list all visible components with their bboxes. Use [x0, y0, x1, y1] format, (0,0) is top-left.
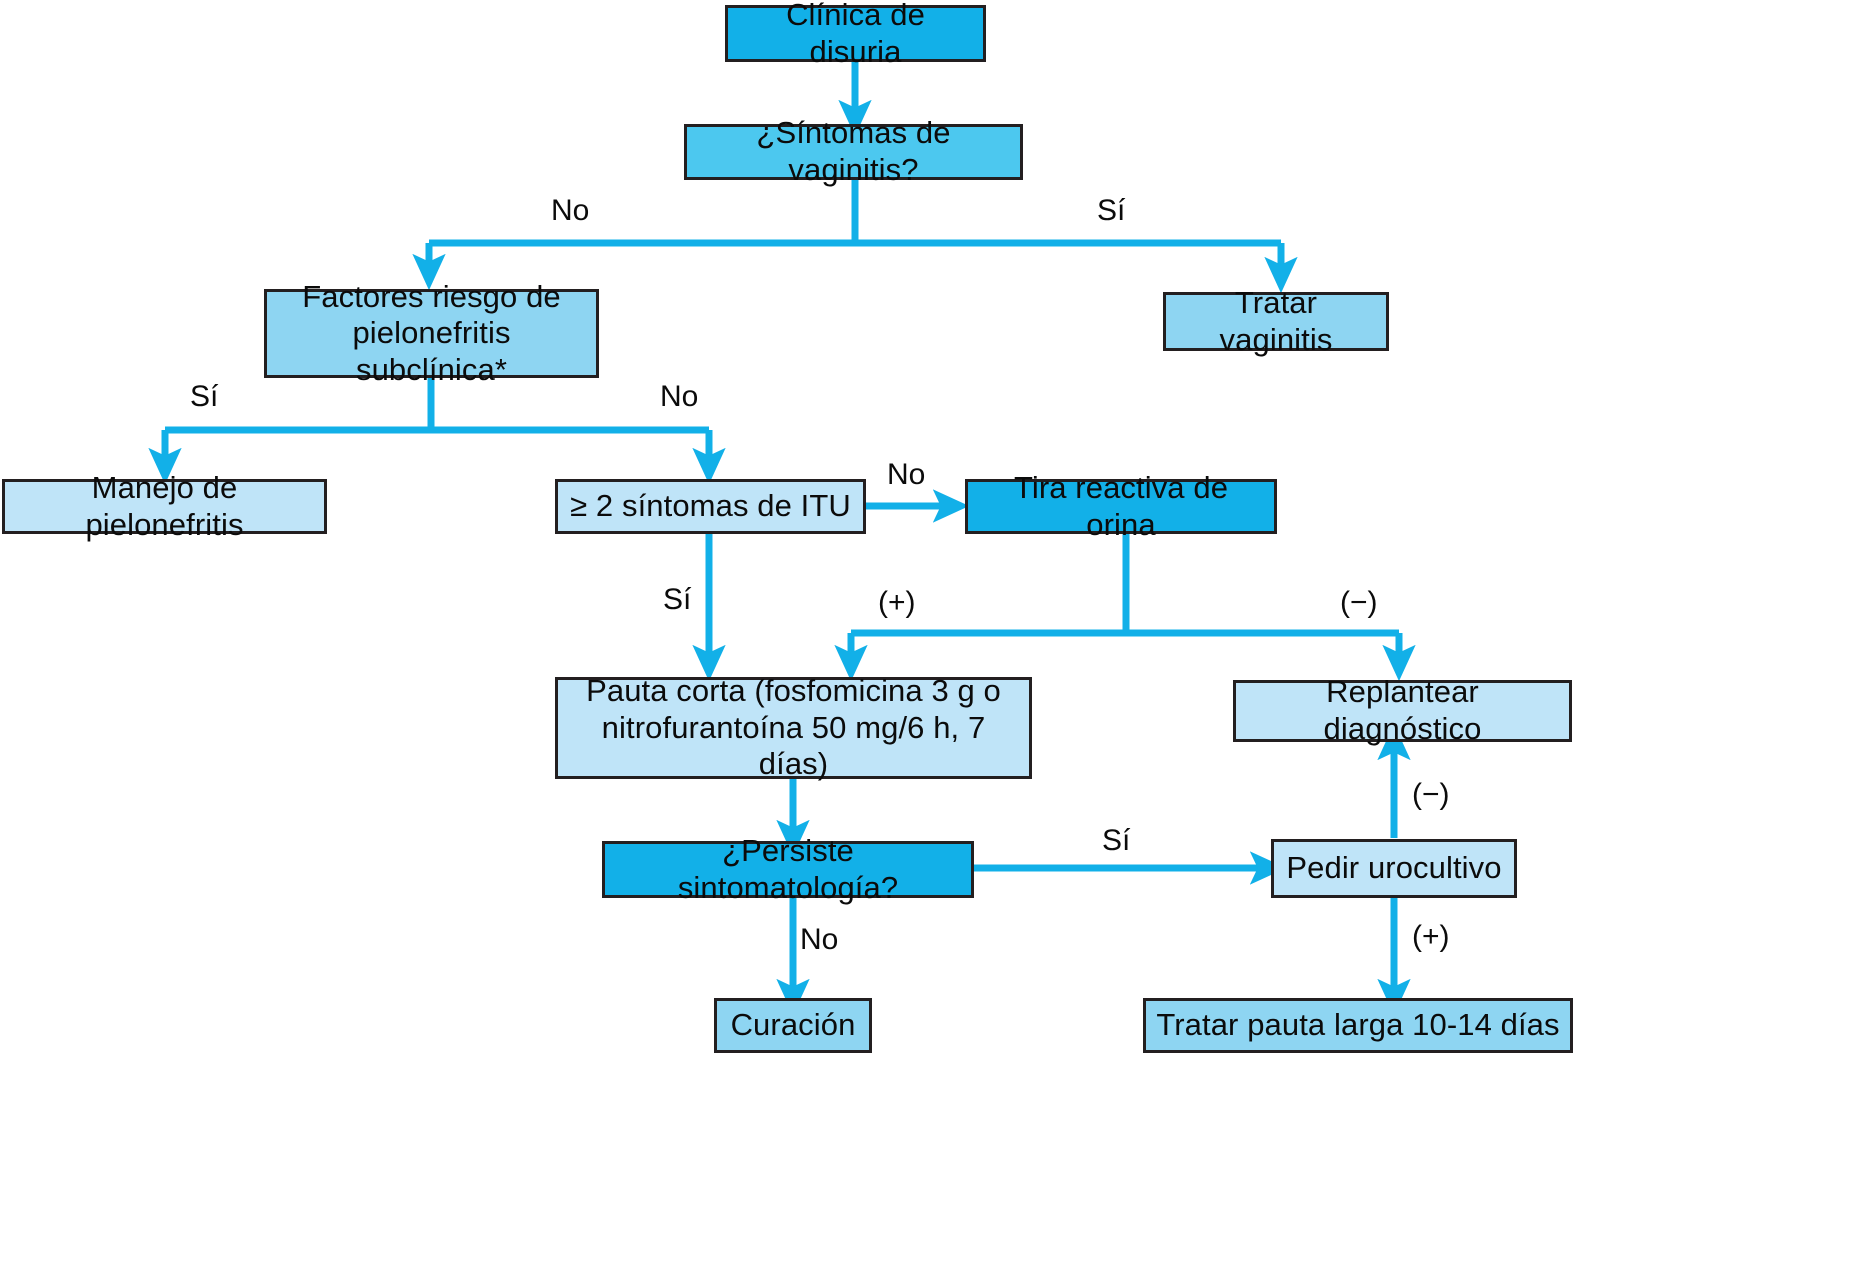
edge-label-persiste-no: No — [800, 925, 838, 955]
node-dos-sintomas-itu[interactable]: ≥ 2 síntomas de ITU — [555, 479, 866, 534]
node-tratar-pauta-larga[interactable]: Tratar pauta larga 10-14 días — [1143, 998, 1573, 1053]
node-label: Clínica de disuria — [786, 0, 925, 69]
edge-label-factores-no: No — [660, 382, 698, 412]
edge-label-text: (−) — [1340, 586, 1378, 619]
node-label: Pedir urocultivo — [1286, 850, 1502, 886]
node-label: Pauta corta (fosfomicina 3 g o nitrofura… — [586, 673, 1001, 782]
node-label: ≥ 2 síntomas de ITU — [570, 488, 851, 524]
edge-label-tira-positiva: (+) — [878, 588, 916, 618]
node-label: Manejo de pielonefritis — [85, 469, 244, 542]
edge-label-vaginitis-si: Sí — [1097, 196, 1125, 226]
edge-label-persiste-si: Sí — [1102, 826, 1130, 856]
node-replantear-diagnostico[interactable]: Replantear diagnóstico — [1233, 674, 1572, 746]
node-label: ¿Síntomas de vaginitis? — [756, 115, 951, 187]
node-factores-riesgo[interactable]: Factores riesgo de pielonefritis subclín… — [264, 279, 599, 387]
edge-label-text: No — [660, 380, 699, 413]
node-manejo-pielonefritis[interactable]: Manejo de pielonefritis — [2, 470, 327, 542]
edge-label-vaginitis-no: No — [551, 196, 589, 226]
edge-label-text: (−) — [1412, 778, 1450, 811]
edge-label-text: (+) — [878, 586, 916, 619]
node-persiste-sintomatologia[interactable]: ¿Persiste sintomatología? — [602, 833, 974, 905]
edge-label-text: Sí — [190, 380, 219, 413]
edge-label-itu-si: Sí — [663, 585, 691, 615]
node-tira-reactiva[interactable]: Tira reactiva de orina — [965, 470, 1277, 542]
edge-label-text: No — [800, 923, 839, 956]
node-label: Tratar vaginitis — [1219, 284, 1333, 357]
edge-label-urocultivo-positivo: (+) — [1412, 922, 1450, 952]
edge-label-text: Sí — [663, 583, 692, 616]
node-label: Curación — [730, 1007, 856, 1043]
node-label: Tratar pauta larga 10-14 días — [1156, 1007, 1560, 1043]
edge-label-text: No — [887, 458, 926, 491]
node-label: Factores riesgo de pielonefritis subclín… — [302, 278, 561, 387]
node-label: Tira reactiva de orina — [1013, 469, 1229, 542]
edge-label-factores-si: Sí — [190, 382, 218, 412]
edge-label-tira-negativa: (−) — [1340, 588, 1378, 618]
node-curacion[interactable]: Curación — [714, 998, 872, 1053]
edge-label-itu-no: No — [887, 460, 925, 490]
edge-label-text: No — [551, 194, 590, 227]
node-pedir-urocultivo[interactable]: Pedir urocultivo — [1271, 839, 1517, 898]
node-label: ¿Persiste sintomatología? — [677, 832, 899, 905]
node-clinica-de-disuria[interactable]: Clínica de disuria — [725, 0, 986, 69]
edge-label-text: (+) — [1412, 920, 1450, 953]
node-tratar-vaginitis[interactable]: Tratar vaginitis — [1163, 285, 1389, 357]
node-label: Replantear diagnóstico — [1323, 674, 1482, 746]
edge-label-text: Sí — [1102, 824, 1131, 857]
edge-label-urocultivo-negativo: (−) — [1412, 780, 1450, 810]
node-pauta-corta[interactable]: Pauta corta (fosfomicina 3 g o nitrofura… — [555, 673, 1032, 781]
edge-label-text: Sí — [1097, 194, 1126, 227]
node-sintomas-vaginitis[interactable]: ¿Síntomas de vaginitis? — [684, 115, 1023, 187]
